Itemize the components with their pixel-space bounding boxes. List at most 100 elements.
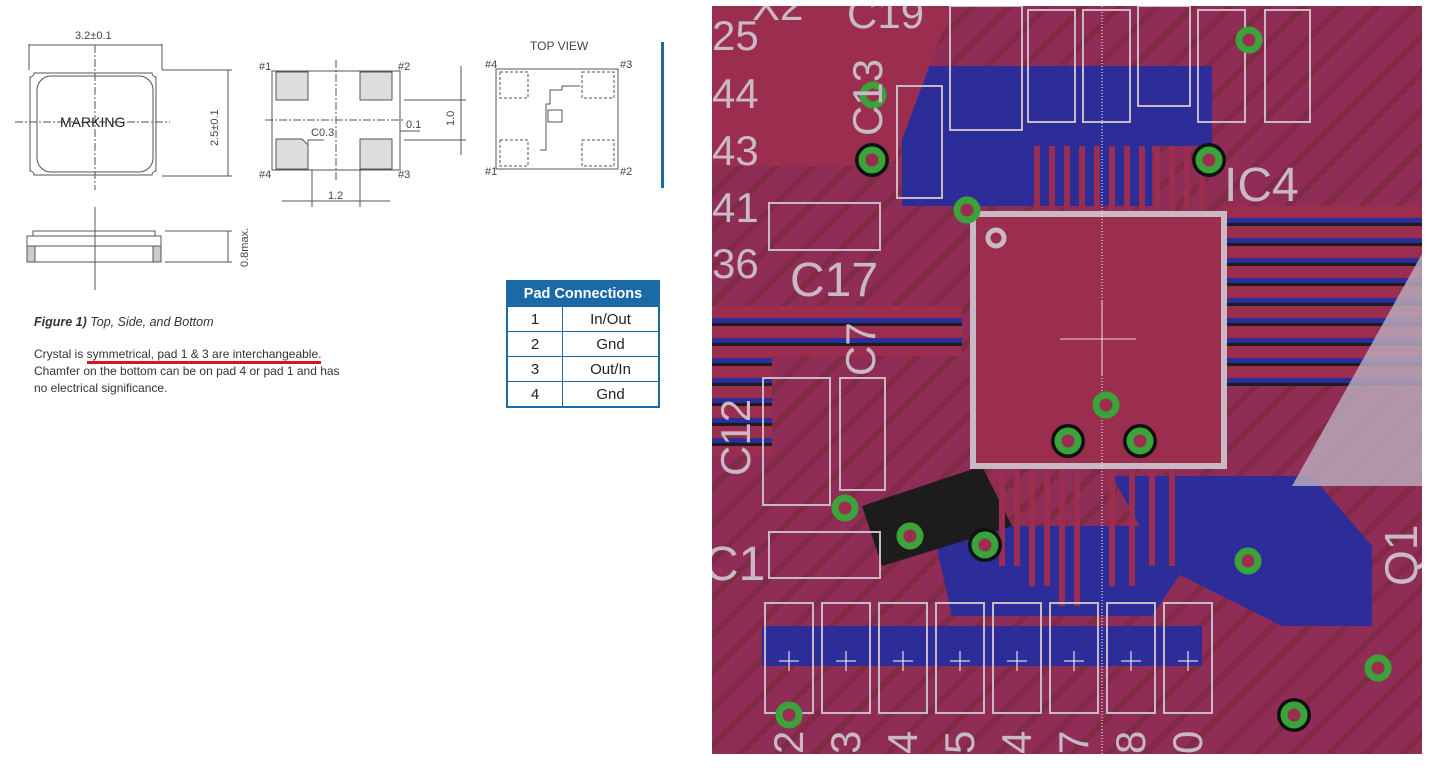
center-cross (1064, 651, 1084, 671)
figure-caption: Figure 1) Top, Side, and Bottom (34, 315, 214, 329)
pcb-layout-view[interactable]: 25 44 43 41 36 X2 C19 C13 C17 C7 C12 C1 … (712, 6, 1422, 754)
pin-number-label: 44 (712, 70, 759, 117)
marking-label: MARKING (60, 114, 125, 130)
via (1054, 427, 1082, 455)
pad-function: Out/In (562, 356, 660, 382)
crystal-mechanical-drawing: 3.2±0.1 MARKING 2.5±0.1 0.8max. #1 #2 #4… (15, 30, 632, 290)
pin-label: #2 (398, 61, 410, 73)
pad-spacing-v-dimension: 1.0 (445, 111, 457, 126)
component-outlines (762, 6, 1311, 579)
description-prefix: Crystal is (34, 347, 87, 361)
pad-number: 3 (506, 356, 563, 382)
pin-number-label: 7 (1050, 731, 1097, 754)
pin-number-label: 2 (765, 731, 812, 754)
resistor-pad-outline (935, 602, 985, 714)
ic-traces (999, 146, 1205, 606)
bottom-copper (712, 6, 1422, 666)
pin-label: #4 (259, 169, 271, 181)
resistor-pad-outline (992, 602, 1042, 714)
pin-number-label: 4 (879, 731, 926, 754)
via (859, 81, 887, 109)
pin-number-label: 8 (1107, 731, 1154, 754)
via (953, 196, 981, 224)
chamfer-dimension: C0.3 (311, 127, 334, 139)
via (1092, 391, 1120, 419)
center-cross (950, 651, 970, 671)
via (858, 146, 886, 174)
via (1280, 701, 1308, 729)
designator-ic4: IC4 (1224, 159, 1299, 212)
pin-number-label: 25 (712, 12, 759, 59)
designator-q1: Q1 (1375, 525, 1422, 586)
via (1234, 547, 1262, 575)
designator-c13: C13 (844, 59, 891, 136)
pad-number: 4 (506, 381, 563, 408)
designator-x2: X2 (752, 6, 803, 29)
pad-offset-dimension: 0.1 (406, 119, 421, 131)
width-dimension: 3.2±0.1 (75, 30, 112, 42)
resistor-pad-outline (821, 602, 871, 714)
package-outline (29, 72, 157, 176)
pin-number-label: 5 (936, 731, 983, 754)
table-title: Pad Connections (507, 281, 659, 307)
pad-number: 2 (506, 331, 563, 357)
center-cross (779, 651, 799, 671)
via (1364, 654, 1392, 682)
description: Crystal is symmetrical, pad 1 & 3 are in… (34, 346, 354, 397)
underlined-note: symmetrical, pad 1 & 3 are interchangeab… (86, 347, 322, 364)
height-dimension: 2.5±0.1 (209, 109, 221, 146)
pad-function: Gnd (562, 331, 660, 357)
ic4-footprint[interactable] (970, 211, 1227, 469)
figure-title: Top, Side, and Bottom (90, 315, 214, 329)
silkscreen-shape (1292, 253, 1422, 486)
pin-label: #1 (259, 61, 271, 73)
pin-label: #1 (485, 166, 497, 178)
via (1126, 427, 1154, 455)
center-cross (1121, 651, 1141, 671)
via (831, 494, 859, 522)
pin-label: #3 (620, 59, 632, 71)
pin-number-label: 3 (822, 731, 869, 754)
designator-c7: C7 (837, 322, 884, 376)
pin-label: #3 (398, 169, 410, 181)
designator-c12: C12 (712, 399, 759, 476)
pin-number-label: 0 (1164, 731, 1211, 754)
accent-bar (661, 42, 664, 188)
top-view-label: TOP VIEW (530, 39, 589, 53)
resistor-pad-outline (1049, 602, 1099, 714)
via (1195, 146, 1223, 174)
thickness-dimension: 0.8max. (239, 228, 251, 267)
center-cross (1007, 651, 1027, 671)
pin1-marker (985, 227, 1007, 249)
via (1235, 26, 1263, 54)
pin-number-label: 41 (712, 184, 759, 231)
pad-function: In/Out (562, 306, 660, 332)
via (896, 522, 924, 550)
resistor-pad-outline (1163, 602, 1213, 714)
pin-number-label: 4 (993, 731, 1040, 754)
designator-c19: C19 (847, 6, 924, 37)
vias (775, 26, 1392, 732)
pad-function: Gnd (562, 381, 660, 408)
pin-label: #2 (620, 166, 632, 178)
pad-number: 1 (506, 306, 563, 332)
via (971, 531, 999, 559)
center-cross (893, 651, 913, 671)
designator-c17: C17 (790, 254, 878, 307)
designator-c1: C1 (712, 538, 765, 591)
resistor-pad-outline (1106, 602, 1156, 714)
center-cross (1178, 651, 1198, 671)
via (775, 701, 803, 729)
resistor-pad-outline (878, 602, 928, 714)
pin-number-label: 36 (712, 240, 759, 287)
description-rest: Chamfer on the bottom can be on pad 4 or… (34, 364, 340, 395)
figure-label: Figure 1) (34, 315, 87, 329)
pad-spacing-h-dimension: 1.2 (328, 190, 343, 202)
pin-number-label: 43 (712, 127, 759, 174)
pin-label: #4 (485, 59, 497, 71)
